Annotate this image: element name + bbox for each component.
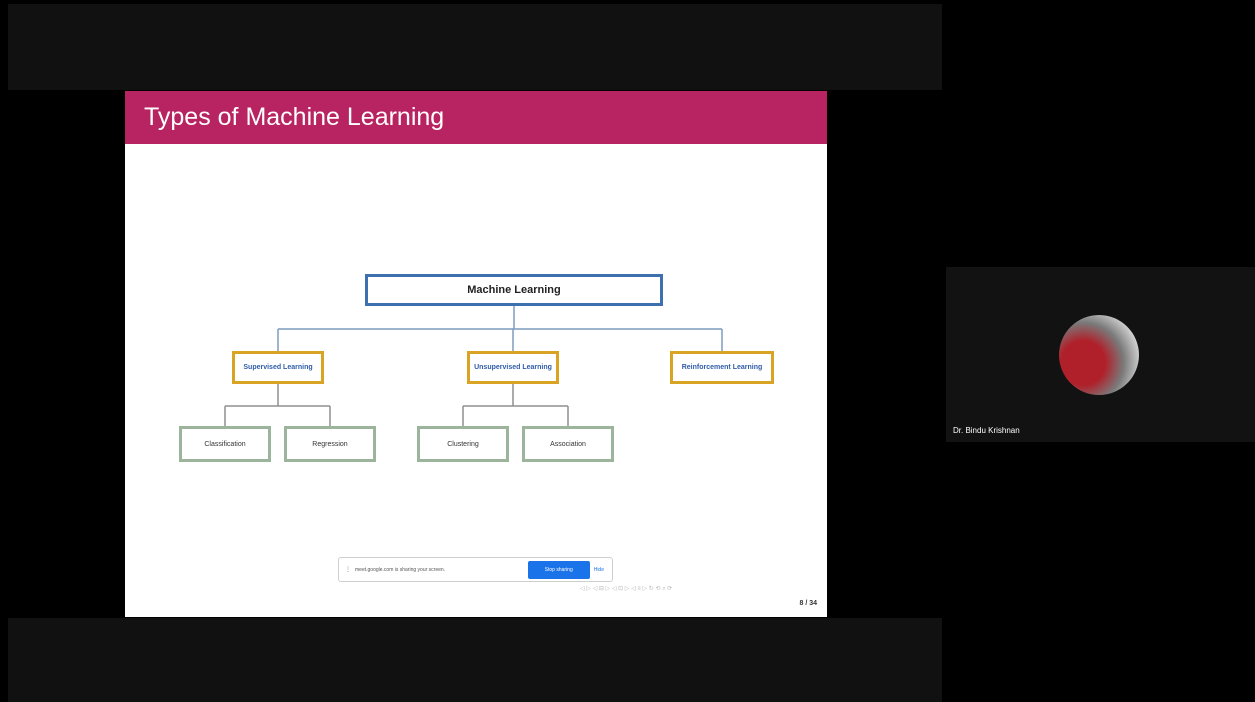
stop-sharing-button[interactable]: Stop sharing <box>527 560 590 579</box>
slide-navigation-controls[interactable]: ◁ ▷ ◁ ⊟ ▷ ◁ ⊡ ▷ ◁ ≡ ▷ ↻ ⟲ ⌕ ⟳ <box>580 586 673 592</box>
node-clustering: Clustering <box>417 426 509 462</box>
node-classification: Classification <box>179 426 271 462</box>
node-machine-learning: Machine Learning <box>365 274 663 306</box>
participant-name: Dr. Bindu Krishnan <box>953 426 1020 435</box>
tree-connectors <box>224 306 723 426</box>
avatar <box>1059 315 1139 395</box>
slide-title: Types of Machine Learning <box>144 103 445 131</box>
node-reinforcement-learning: Reinforcement Learning <box>670 351 774 384</box>
slide-header: Types of Machine Learning <box>125 91 827 144</box>
presentation-slide: Types of Machine Learning Machine Learni… <box>125 91 827 617</box>
node-regression: Regression <box>284 426 376 462</box>
node-supervised-learning: Supervised Learning <box>232 351 324 384</box>
node-unsupervised-learning: Unsupervised Learning <box>467 351 559 384</box>
node-association: Association <box>522 426 614 462</box>
page-counter: 8 / 34 <box>799 600 817 607</box>
screen-share-notification: ⋮ meet.google.com is sharing your screen… <box>338 557 613 582</box>
share-status-text: meet.google.com is sharing your screen. <box>355 566 446 573</box>
participant-tile[interactable]: Dr. Bindu Krishnan <box>946 267 1255 442</box>
drag-handle-icon[interactable]: ⋮ <box>345 567 351 573</box>
hide-button[interactable]: Hide <box>593 566 604 573</box>
